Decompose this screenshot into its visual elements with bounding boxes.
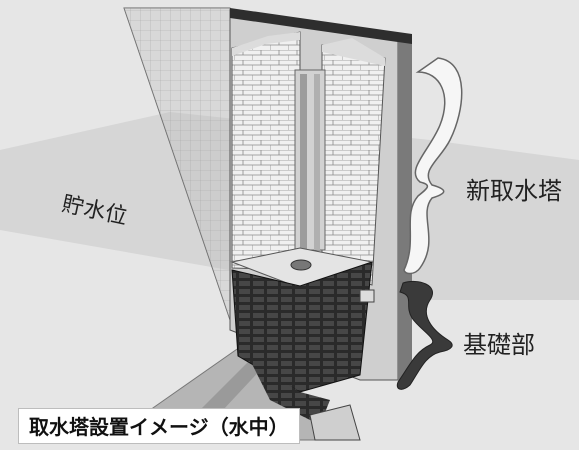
tower-left-column xyxy=(231,31,301,271)
upper-brace-icon xyxy=(403,57,463,275)
foundation-label: 基礎部 xyxy=(463,331,535,359)
rubble-pile xyxy=(309,404,361,441)
figure-caption: 取水塔設置イメージ（水中） xyxy=(18,408,300,444)
central-shaft xyxy=(294,69,326,251)
new-intake-tower-label: 新取水塔 xyxy=(466,177,562,205)
foundation-blocks xyxy=(231,261,373,393)
lower-brace-icon xyxy=(396,280,453,390)
